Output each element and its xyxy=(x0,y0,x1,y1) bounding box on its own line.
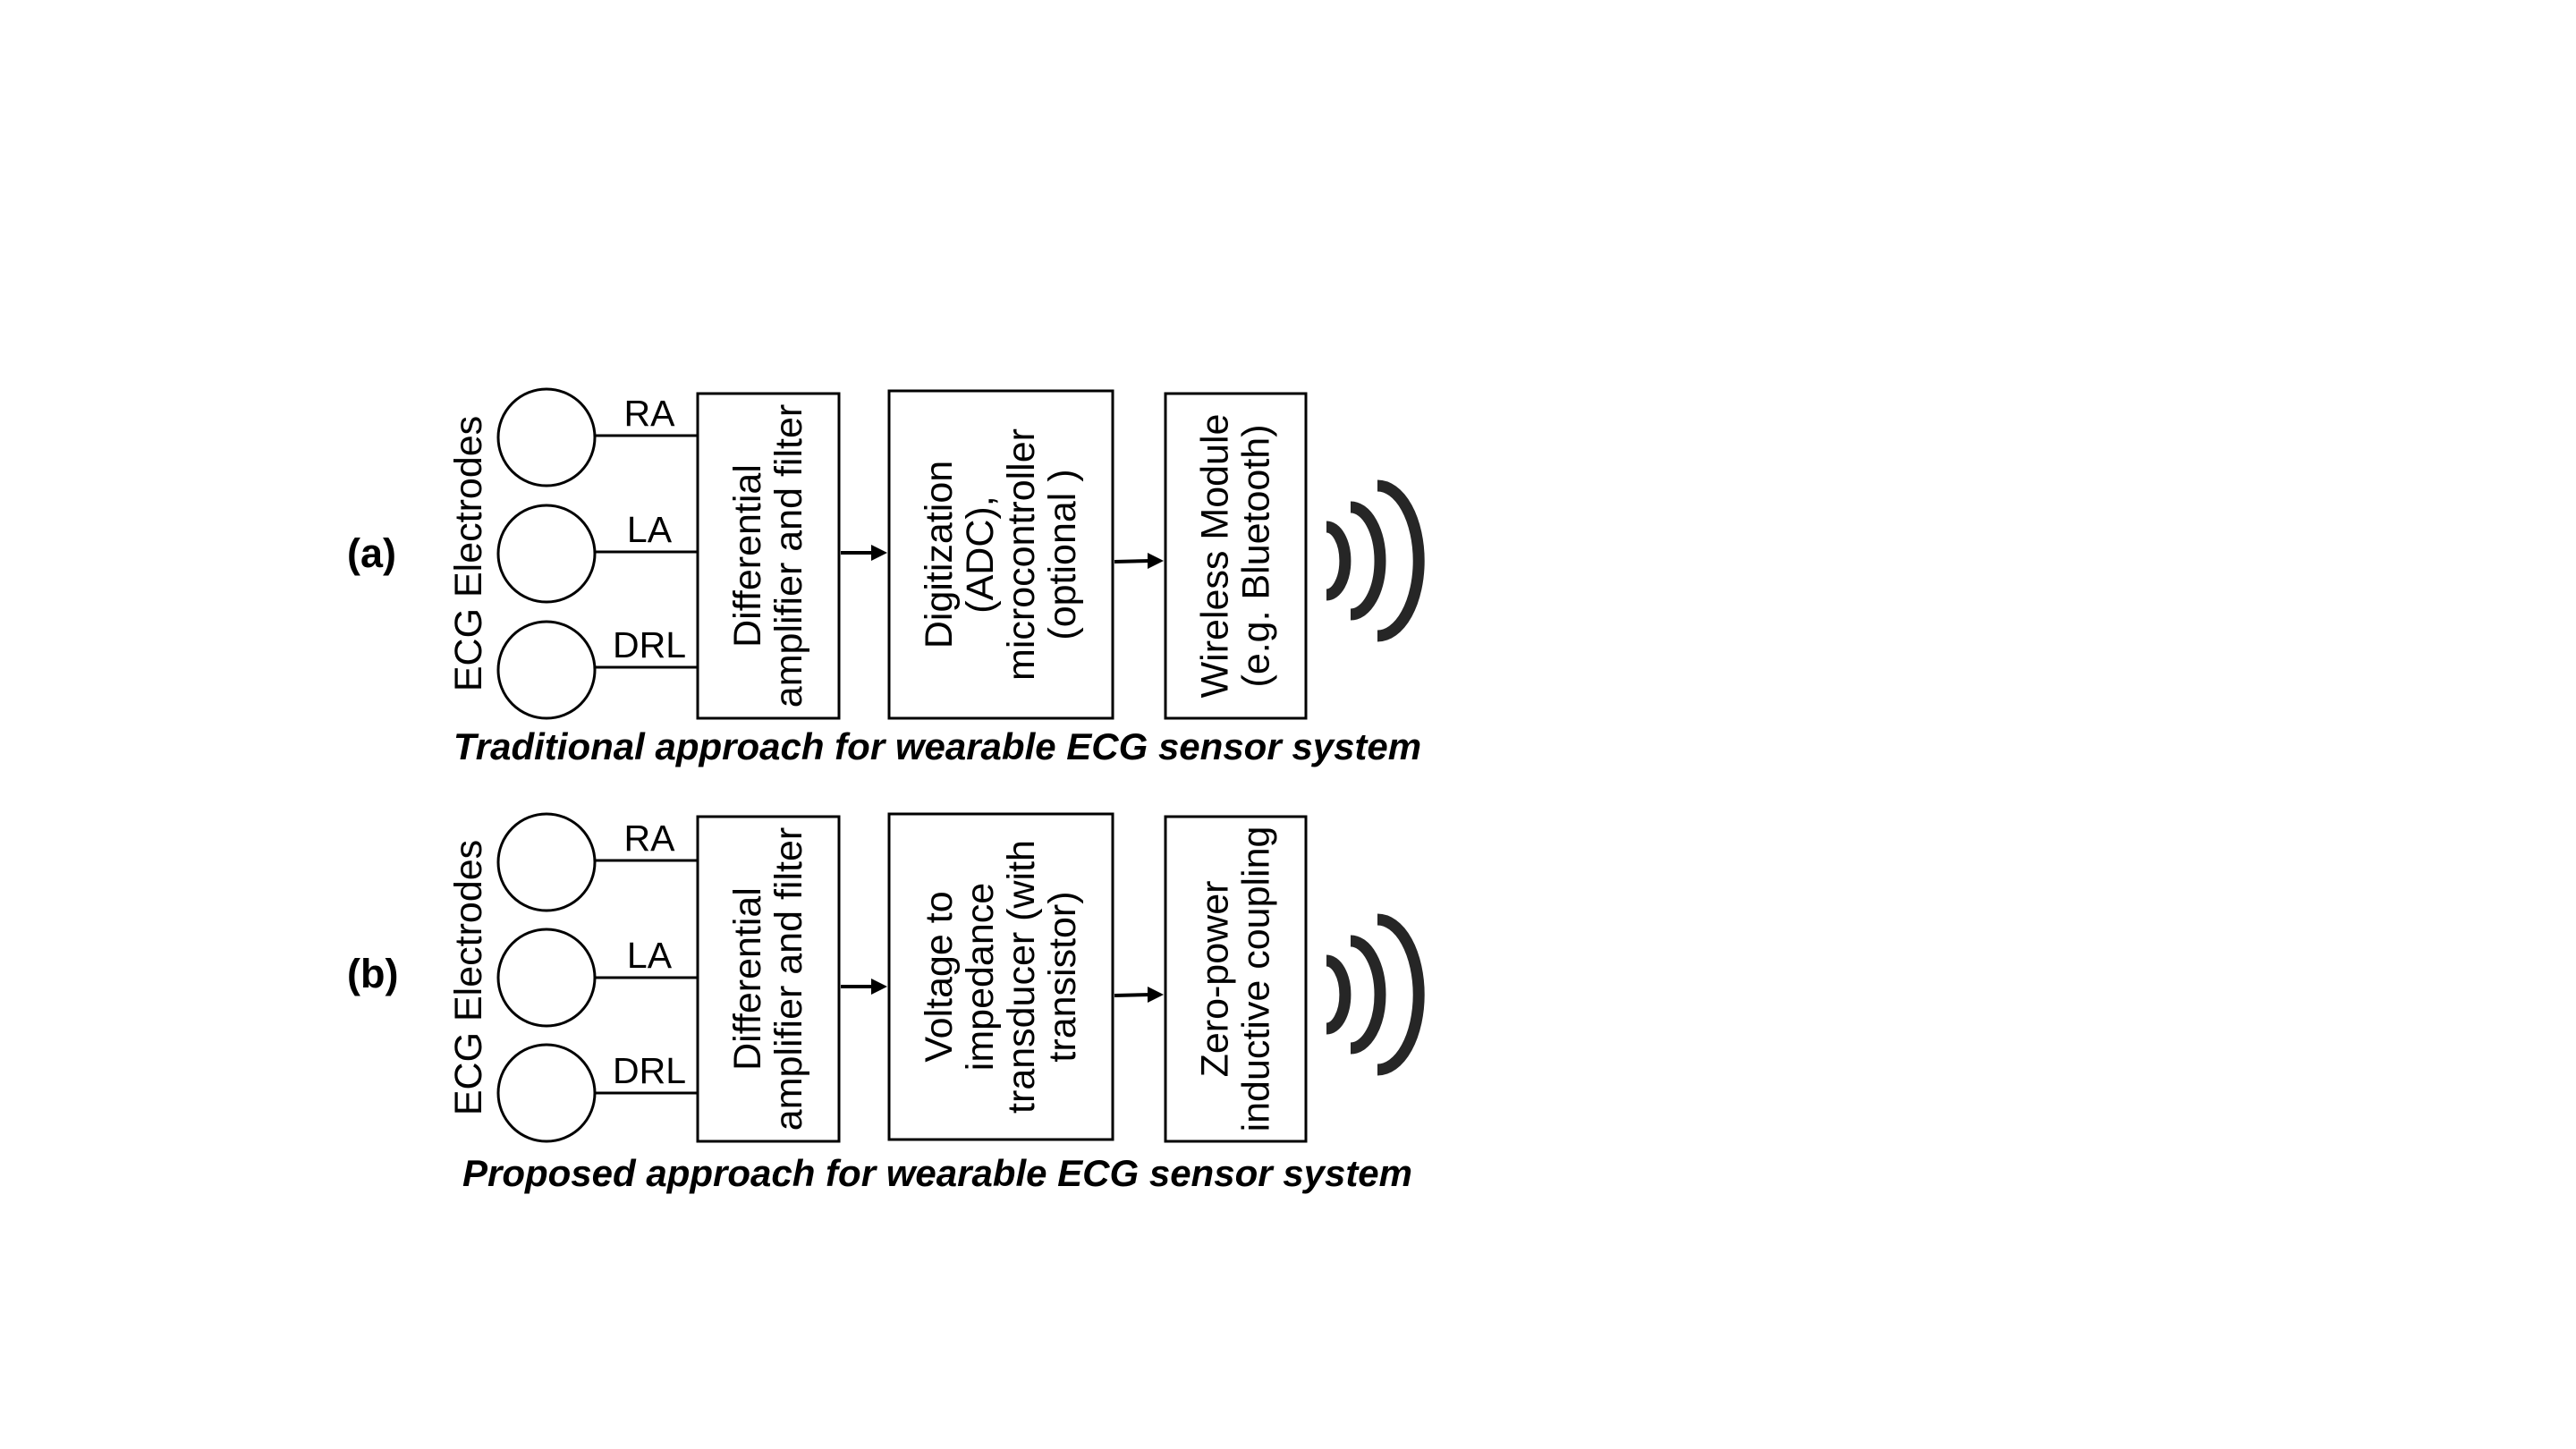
electrode-drl-circle xyxy=(496,620,597,720)
arrow-head-icon xyxy=(871,979,887,995)
electrode-ra-circle xyxy=(496,812,597,912)
electrode-la-label: LA xyxy=(627,509,673,550)
block-1-text-line: amplifier and filter xyxy=(767,827,810,1131)
block-1-box xyxy=(696,392,841,720)
panel-label: (b) xyxy=(347,951,398,996)
block-3-text-line: Zero-power xyxy=(1194,881,1237,1078)
wireless-signal-icon xyxy=(1326,913,1425,1076)
wireless-signal-icon xyxy=(1326,479,1425,642)
arrow-head-icon xyxy=(871,545,887,561)
electrode-drl-label: DRL xyxy=(613,624,686,665)
electrode-ra-label: RA xyxy=(624,393,676,434)
block-1-box xyxy=(696,815,841,1143)
block-2-text-line: transistor) xyxy=(1041,891,1084,1062)
block-3-text-line: Wireless Module xyxy=(1194,414,1237,699)
block-2-text-line: (optional ) xyxy=(1041,469,1084,640)
panel-label: (a) xyxy=(347,530,396,576)
block-2-text-line: Voltage to xyxy=(918,891,961,1062)
block-2-text-line: Digitization xyxy=(918,461,961,648)
block-3-text-line: (e.g. Bluetooth) xyxy=(1235,424,1278,687)
block-2-box xyxy=(887,812,1114,1141)
electrode-la-circle xyxy=(496,928,597,1028)
arrow-head-icon xyxy=(1148,987,1164,1003)
flow-arrow xyxy=(1114,559,1152,564)
panel-a: (a) ECG Electrodes RA LA DRL Differentialampl… xyxy=(347,387,1425,767)
block-2-text-line: (ADC), xyxy=(959,496,1002,613)
electrode-ra-label: RA xyxy=(624,818,676,859)
block-2-text-line: transducer (with xyxy=(1000,840,1043,1114)
panel-caption: Traditional approach for wearable ECG se… xyxy=(453,725,1421,767)
electrode-la-circle xyxy=(496,504,597,604)
panel-b: (b) ECG Electrodes RA LA DRL Differentialampl… xyxy=(347,812,1425,1194)
block-3-box xyxy=(1164,815,1308,1143)
flow-arrow xyxy=(1114,993,1152,997)
electrode-drl-label: DRL xyxy=(613,1050,686,1091)
electrodes-label: ECG Electrodes xyxy=(447,416,490,691)
electrode-la-label: LA xyxy=(627,935,673,976)
arrow-head-icon xyxy=(1148,553,1164,569)
block-3-box xyxy=(1164,392,1308,720)
block-2-box xyxy=(887,389,1114,720)
panel-caption: Proposed approach for wearable ECG senso… xyxy=(462,1152,1412,1194)
block-2-text-line: microcontroller xyxy=(1000,428,1043,681)
electrode-drl-circle xyxy=(496,1043,597,1143)
block-1-text-line: amplifier and filter xyxy=(767,404,810,708)
block-1-text-line: Differential xyxy=(726,464,769,648)
electrode-ra-circle xyxy=(496,387,597,487)
block-1-text-line: Differential xyxy=(726,887,769,1071)
electrodes-label: ECG Electrodes xyxy=(447,840,490,1115)
block-2-text-line: impedance xyxy=(959,883,1002,1071)
block-3-text-line: inductive coupling xyxy=(1235,826,1278,1132)
